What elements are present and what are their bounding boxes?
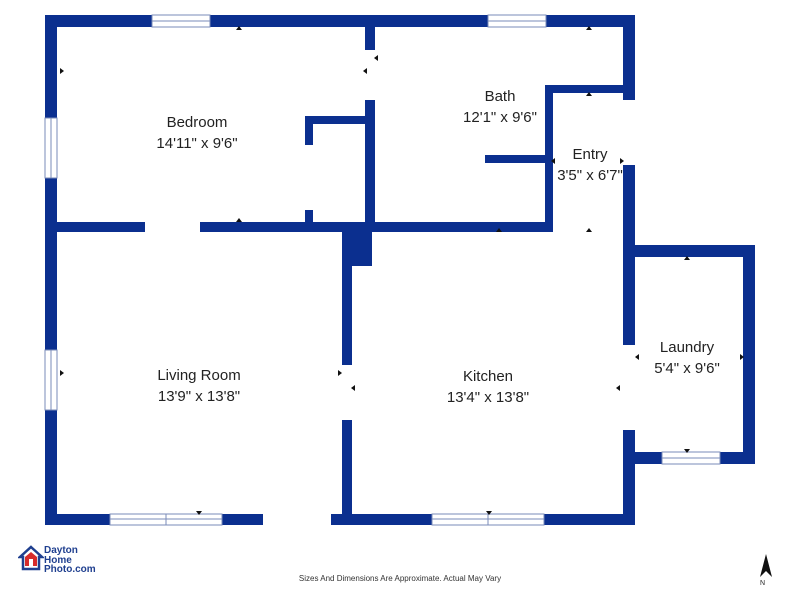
wall-bath-stub	[485, 155, 550, 163]
company-logo: Dayton Home Photo.com	[18, 545, 128, 577]
logo-line-2: Home	[44, 554, 72, 566]
north-label: N	[760, 580, 766, 587]
disclaimer: Sizes And Dimensions Are Approximate. Ac…	[298, 574, 502, 583]
room-name-bath: Bath	[485, 88, 516, 105]
room-name-laundry: Laundry	[660, 339, 715, 356]
room-dims-bedroom: 14'11" x 9'6"	[156, 135, 237, 152]
wall-bottom	[45, 514, 635, 525]
logo-line-3: Photo.com	[44, 564, 96, 575]
door-opening	[623, 345, 635, 430]
room-name-bedroom: Bedroom	[167, 114, 228, 131]
room-dims-entry: 3'5" x 6'7"	[557, 167, 623, 184]
room-name-entry: Entry	[572, 146, 608, 163]
door-opening	[145, 222, 200, 232]
logo-line-1: Dayton	[44, 545, 78, 556]
north-arrow-icon	[760, 554, 772, 577]
room-labels: Bedroom 14'11" x 9'6" Bath 12'1" x 9'6" …	[156, 88, 719, 406]
room-name-kitchen: Kitchen	[463, 368, 513, 385]
wall-bedroom-bath	[365, 20, 375, 230]
logo-text: Dayton Home Photo.com	[44, 546, 96, 575]
compass: N	[755, 553, 777, 593]
wall-bedroom-living	[45, 222, 545, 232]
wall-right-middle	[623, 165, 635, 520]
dimension-markers	[60, 26, 744, 515]
door-opening	[342, 365, 352, 420]
room-dims-bath: 12'1" x 9'6"	[463, 109, 537, 126]
door-opening	[305, 145, 313, 210]
room-name-living: Living Room	[157, 367, 240, 384]
wall-bath-right	[545, 85, 633, 93]
wall-right-upper	[623, 15, 635, 100]
room-dims-living: 13'9" x 13'8"	[158, 388, 240, 405]
room-dims-kitchen: 13'4" x 13'8"	[447, 389, 529, 406]
room-dims-laundry: 5'4" x 9'6"	[654, 360, 720, 377]
wall-left	[45, 15, 57, 525]
walls	[45, 15, 755, 525]
wall-closet-top	[305, 116, 370, 124]
wall-laundry-right	[743, 245, 755, 463]
door-opening	[623, 100, 635, 165]
wall-laundry-top	[630, 245, 755, 257]
openings	[44, 14, 721, 526]
door-opening	[263, 514, 331, 525]
door-opening	[365, 50, 375, 100]
chimney	[342, 228, 372, 266]
house-logo-icon	[18, 545, 44, 571]
